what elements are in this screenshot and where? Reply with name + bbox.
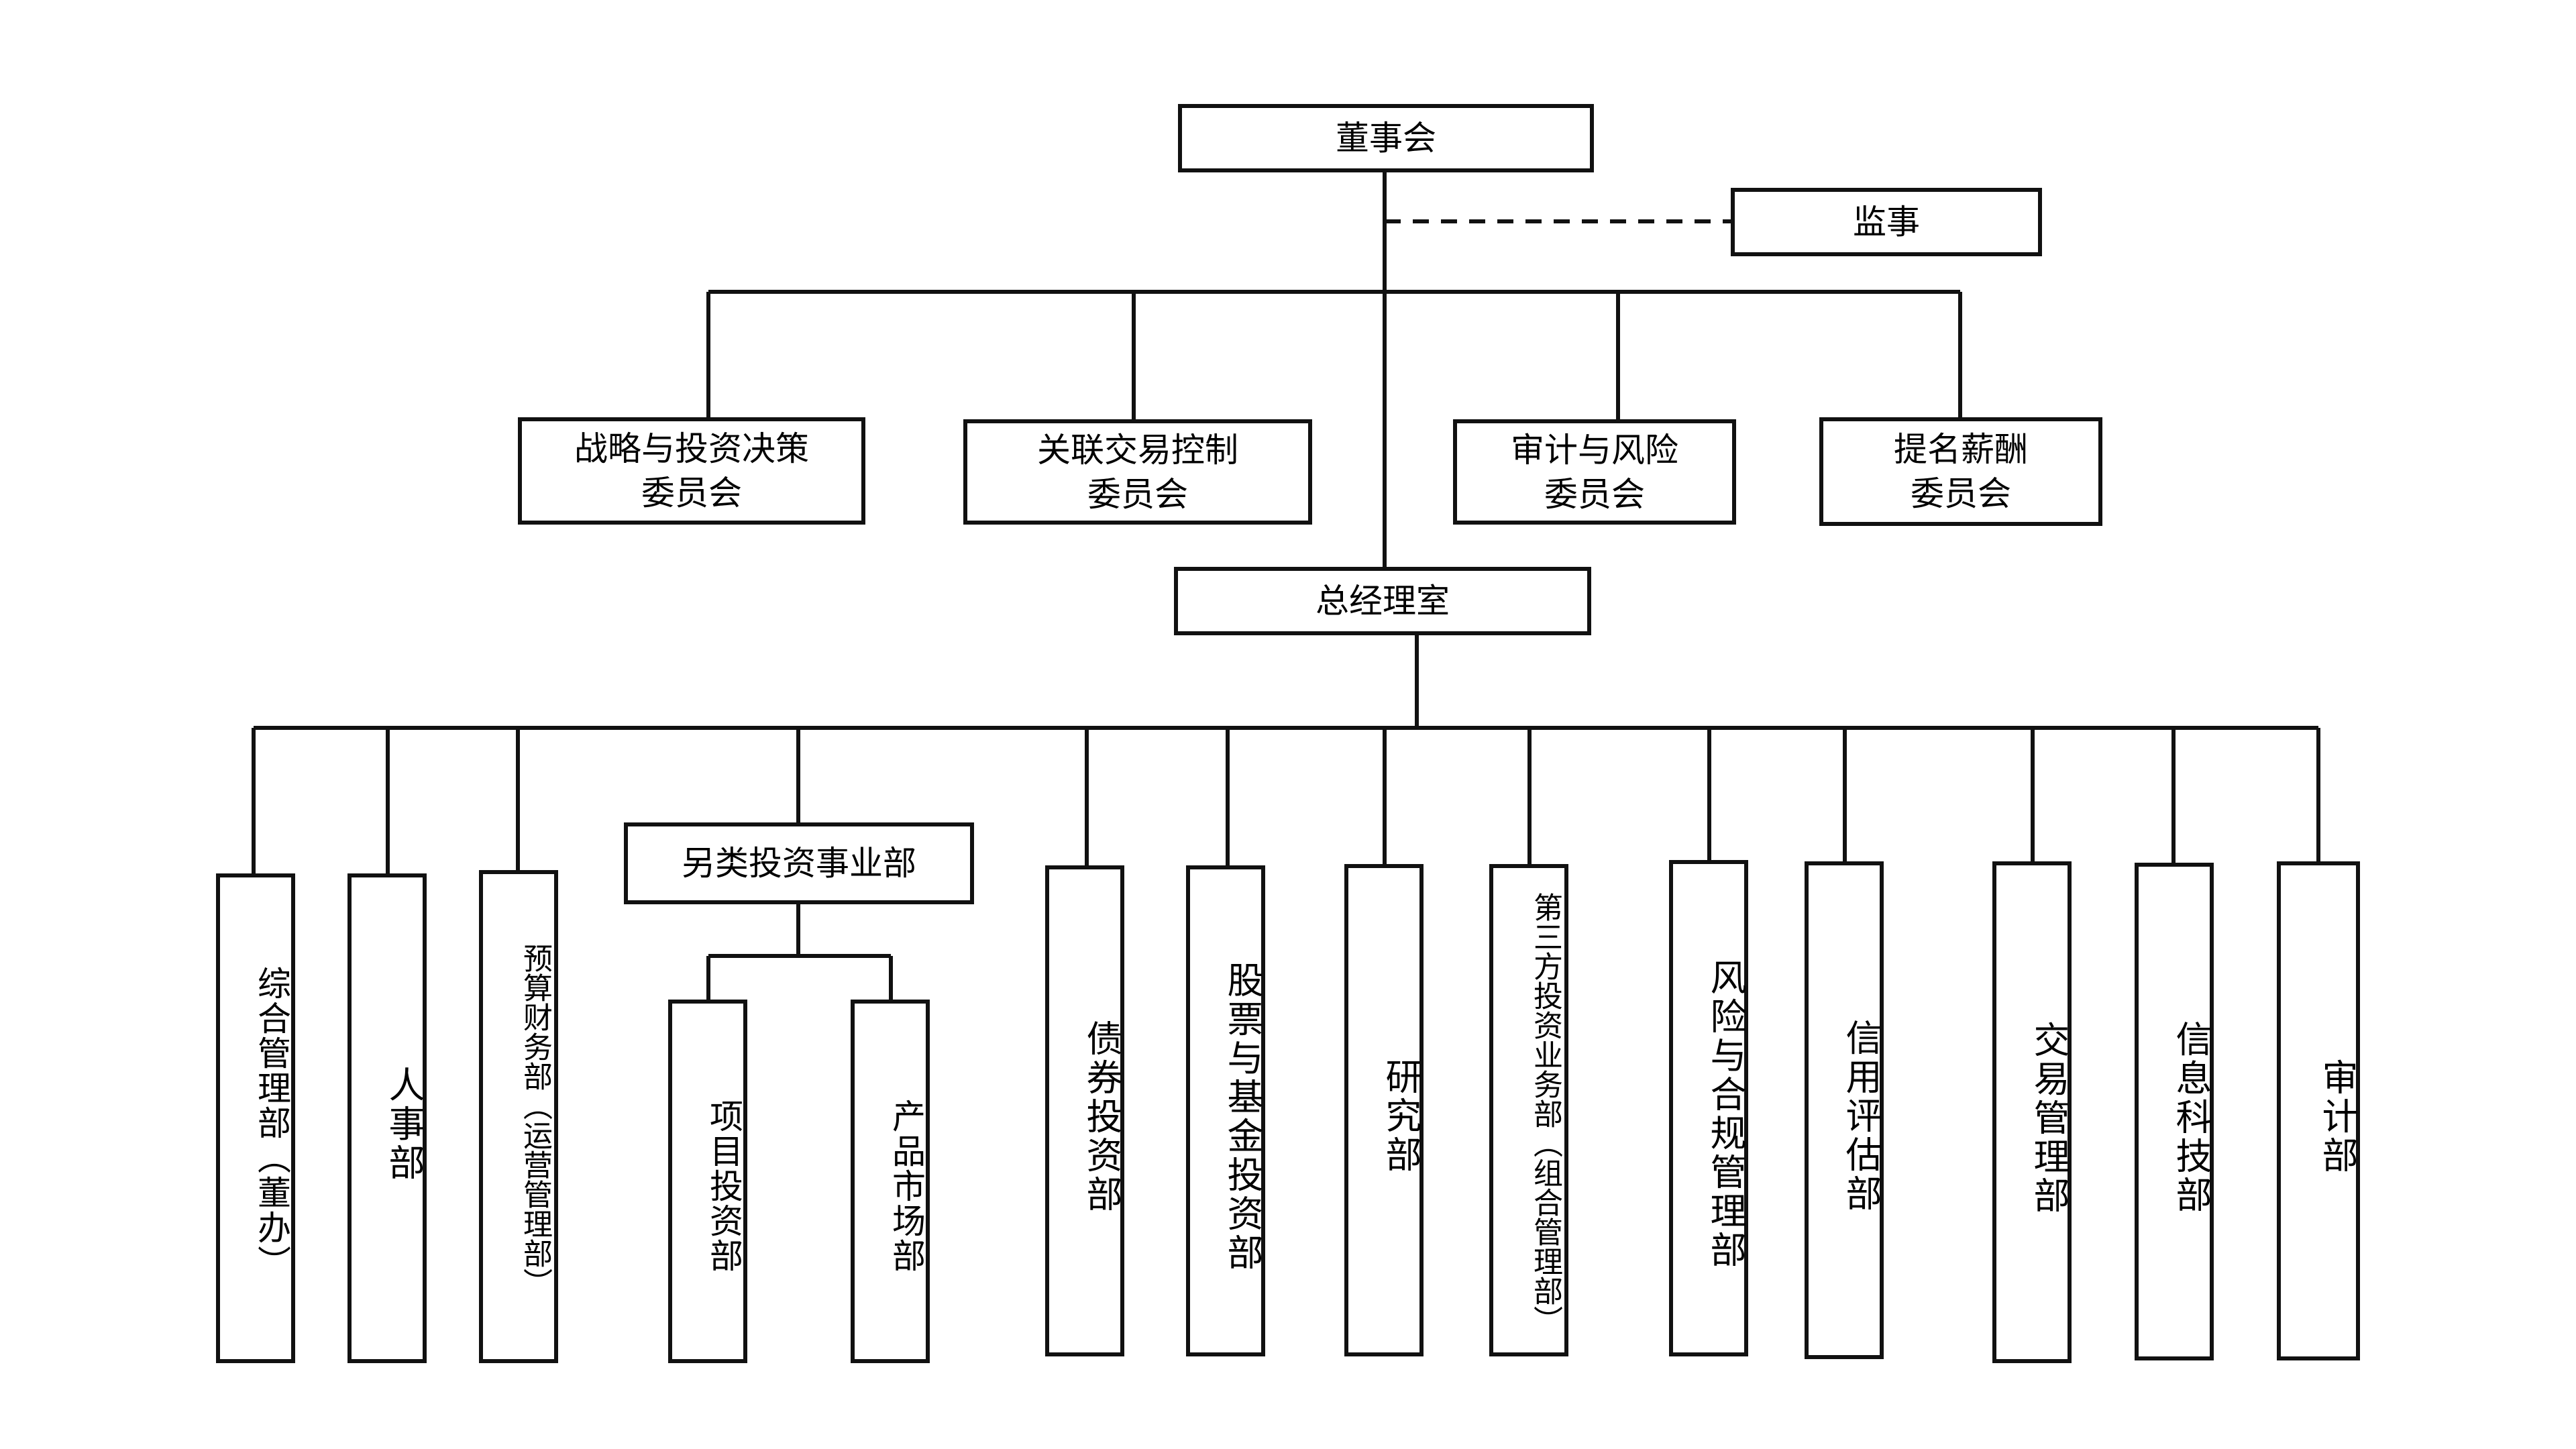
dept-stock-fund-box: 股票与基金投资部 — [1186, 865, 1265, 1356]
committee-label: 审计与风险 委员会 — [1511, 430, 1678, 514]
dept-label: 交易管理部 — [2027, 1021, 2070, 1216]
dept-label: 股票与基金投资部 — [1221, 961, 1263, 1273]
gm-office-label: 总经理室 — [1316, 582, 1450, 621]
dept-label: 信用评估部 — [1839, 1019, 1882, 1214]
dept-label: 风险与合规管理部 — [1704, 959, 1746, 1270]
dept-label: 产品市场部 — [887, 1099, 926, 1273]
board-box: 董事会 — [1178, 104, 1594, 172]
dept-label: 第三方投资业务部（组合管理部） — [1528, 892, 1562, 1335]
dept-general-admin-box: 综合管理部（董办） — [216, 873, 295, 1363]
dept-label: 债券投资部 — [1080, 1020, 1122, 1214]
dept-label: 项目投资部 — [704, 1099, 743, 1273]
dept-label: 预算财务部（运营管理部） — [518, 943, 552, 1297]
supervisor-box: 监事 — [1731, 188, 2042, 256]
dept-research-box: 研究部 — [1344, 864, 1424, 1356]
dept-label: 研究部 — [1379, 1058, 1421, 1175]
committee-label: 关联交易控制 委员会 — [1037, 430, 1238, 514]
dept-label: 综合管理部（董办） — [252, 966, 291, 1280]
supervisor-label: 监事 — [1853, 203, 1920, 241]
committee-audit-risk-box: 审计与风险 委员会 — [1453, 419, 1736, 525]
committee-label: 提名薪酬 委员会 — [1894, 430, 2028, 513]
board-label: 董事会 — [1336, 119, 1436, 158]
alt-investment-label: 另类投资事业部 — [682, 844, 916, 883]
dept-label: 信息科技部 — [2169, 1020, 2212, 1215]
dept-credit-assessment-box: 信用评估部 — [1805, 861, 1884, 1359]
gm-office-box: 总经理室 — [1174, 567, 1591, 635]
dept-trading-box: 交易管理部 — [1992, 861, 2072, 1363]
dept-audit-box: 审计部 — [2277, 861, 2360, 1360]
committee-label: 战略与投资决策 委员会 — [574, 429, 809, 513]
dept-budget-finance-box: 预算财务部（运营管理部） — [479, 870, 558, 1363]
dept-third-party-box: 第三方投资业务部（组合管理部） — [1489, 864, 1568, 1356]
dept-bond-investment-box: 债券投资部 — [1045, 865, 1124, 1356]
dept-risk-compliance-box: 风险与合规管理部 — [1669, 860, 1748, 1356]
product-market-box: 产品市场部 — [851, 1000, 930, 1363]
project-investment-box: 项目投资部 — [668, 1000, 747, 1363]
dept-it-box: 信息科技部 — [2135, 863, 2214, 1360]
alt-investment-box: 另类投资事业部 — [624, 822, 974, 904]
dept-label: 人事部 — [382, 1066, 425, 1183]
committee-related-party-box: 关联交易控制 委员会 — [963, 419, 1312, 525]
dept-label: 审计部 — [2316, 1059, 2358, 1175]
committee-strategy-box: 战略与投资决策 委员会 — [518, 417, 865, 525]
committee-nomination-box: 提名薪酬 委员会 — [1819, 417, 2102, 526]
dept-hr-box: 人事部 — [347, 873, 427, 1363]
